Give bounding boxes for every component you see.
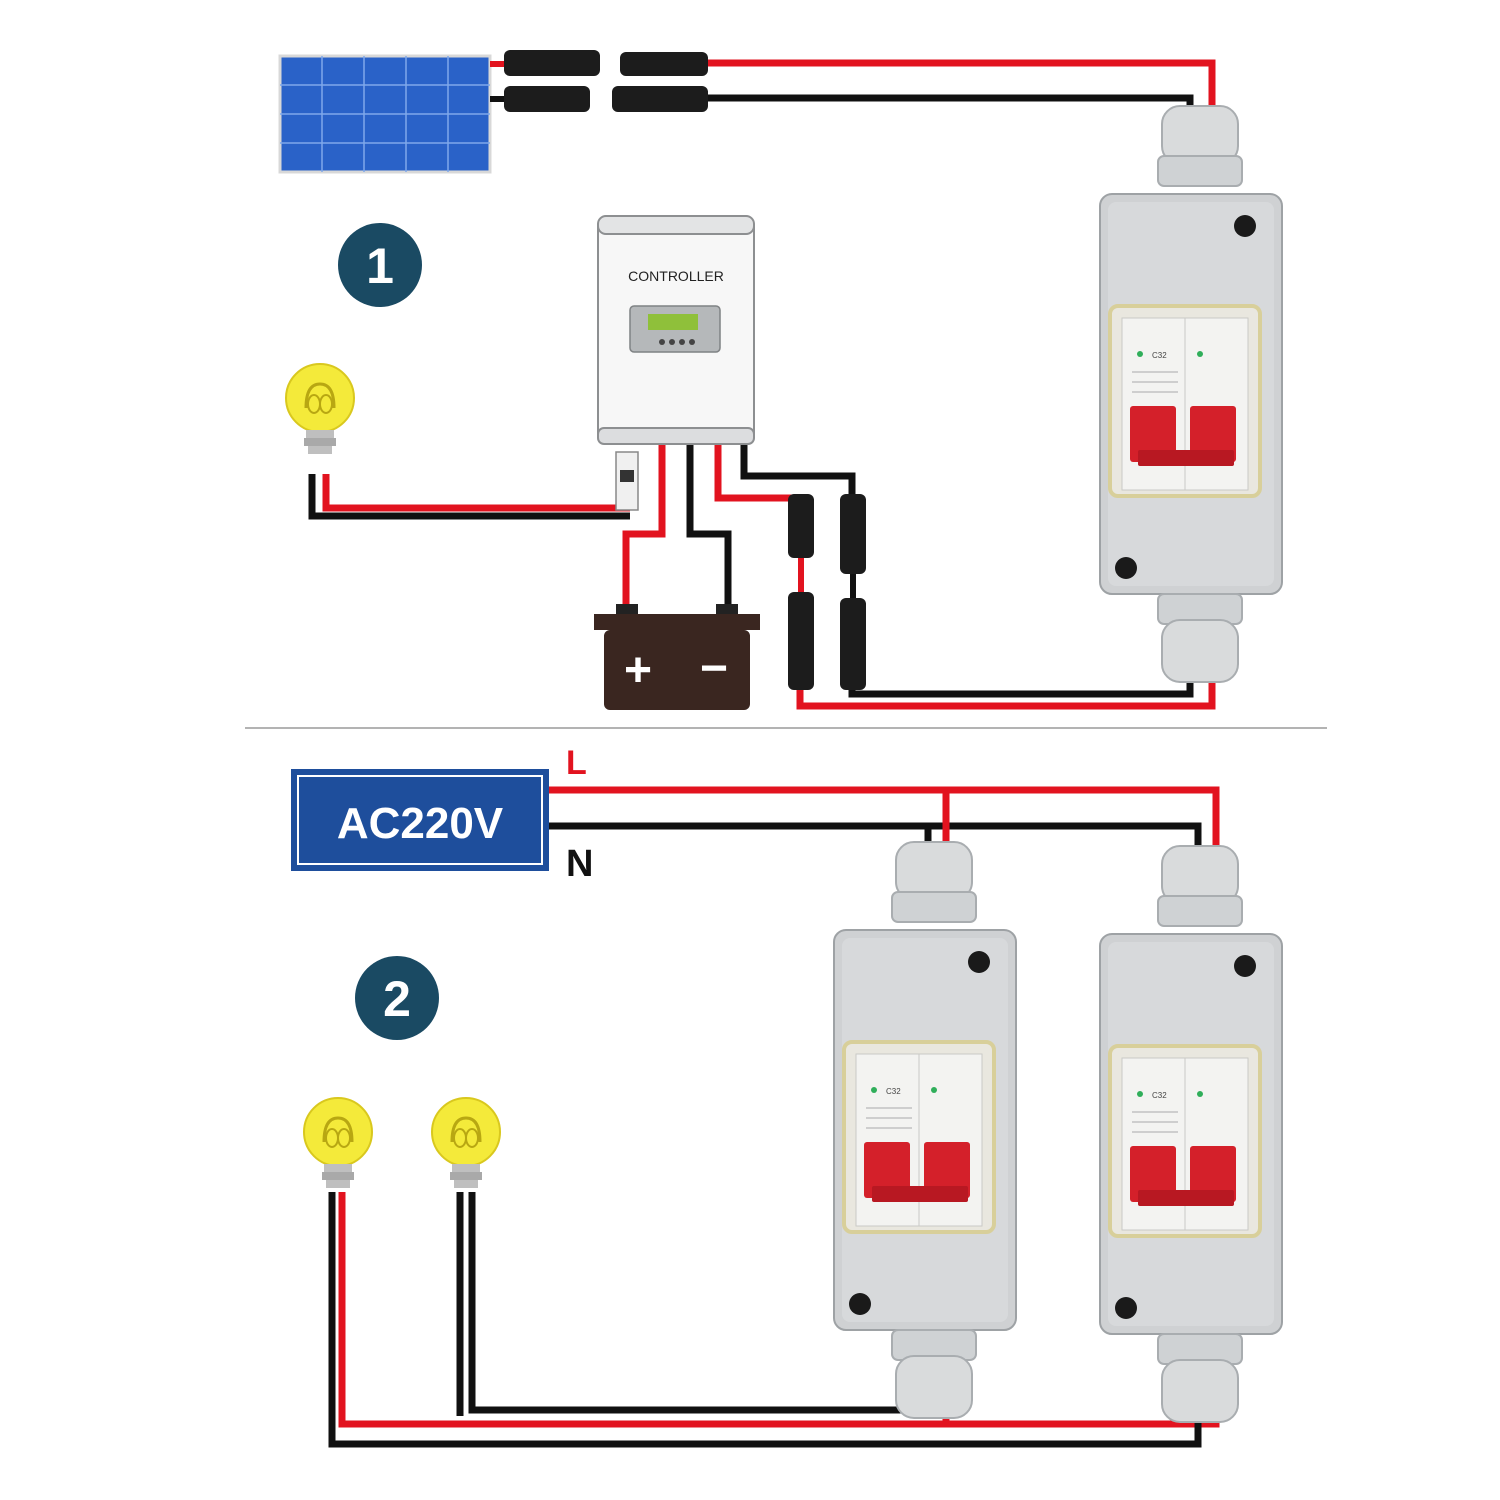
step-number-1: 1	[366, 238, 394, 294]
light-bulb-icon	[284, 362, 356, 456]
solar-panel-icon	[278, 54, 492, 174]
charge-controller-icon: CONTROLLER	[597, 215, 755, 511]
ac-source-label: AC220V	[337, 799, 504, 848]
ac-breaker-enclosure-icon-1	[832, 840, 1018, 1420]
ac-breaker-enclosure-icon-2	[1098, 844, 1284, 1424]
live-label: L	[566, 744, 587, 782]
light-bulb-icon	[302, 1096, 374, 1190]
dc-isolator-enclosure-icon	[1098, 104, 1284, 684]
mc4-connector-icon	[788, 494, 866, 690]
step-badge-1: 1	[338, 223, 422, 307]
light-bulb-icon	[430, 1096, 502, 1190]
step-number-2: 2	[383, 971, 411, 1027]
section2-wires	[328, 786, 1220, 1448]
mc4-connector-icon	[490, 50, 708, 112]
battery-plus-label: +	[624, 644, 652, 697]
neutral-label: N	[566, 843, 593, 885]
battery-minus-label: −	[700, 642, 728, 695]
ac-source-box: AC220V	[291, 769, 549, 871]
section1-wires	[308, 59, 1216, 710]
battery-icon: + −	[594, 604, 760, 710]
controller-label: CONTROLLER	[628, 268, 724, 284]
step-badge-2: 2	[355, 956, 439, 1040]
